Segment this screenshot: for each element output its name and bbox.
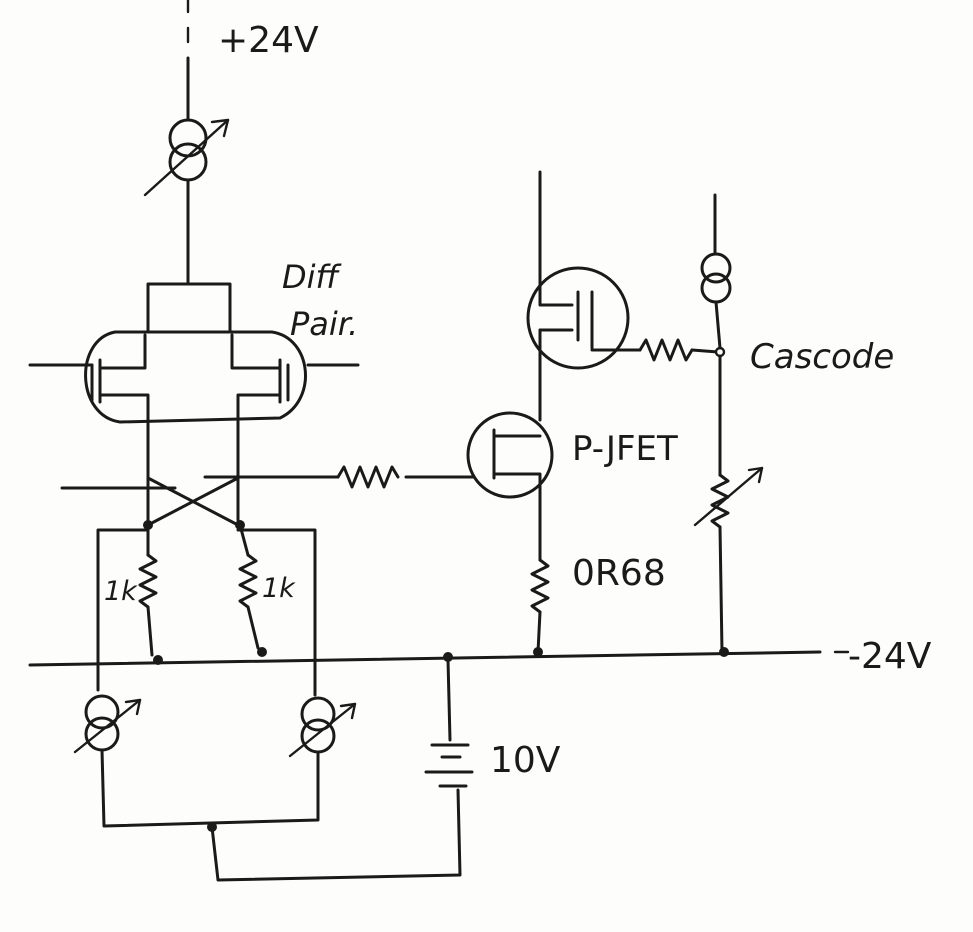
label-r-right: 1k [262, 573, 296, 604]
wire-pair-sources [146, 282, 232, 334]
current-source-right-icon [288, 696, 357, 758]
battery-icon [424, 658, 474, 788]
bias-potentiometer-icon [693, 466, 764, 529]
cascode-mosfet-icon [526, 266, 642, 422]
wire-outer-left [96, 528, 150, 692]
resistor-1k-right-icon [238, 553, 258, 609]
wire-left-r-bottom [146, 605, 154, 657]
current-source-left-icon [73, 694, 142, 754]
wire-pot-to-rail [718, 525, 724, 654]
label-diff-pair-1: Diff [282, 258, 343, 296]
wire-outer-right [236, 528, 317, 697]
node-rail-1 [153, 655, 163, 665]
label-supply-negative: -24V [848, 636, 932, 677]
label-diff-pair-2: Pair. [290, 305, 358, 343]
label-r-left: 1k [104, 576, 138, 607]
left-jfet-icon [90, 333, 150, 522]
resistor-0r68-icon [530, 558, 550, 614]
wire-0r68-to-rail [536, 610, 542, 654]
label-0r68: 0R68 [572, 553, 666, 594]
wire-bias-to-node [714, 300, 722, 350]
resistor-1k-left-icon [138, 553, 158, 609]
wire-right-r-bottom [246, 605, 260, 650]
label-supply-positive: +24V [218, 20, 319, 61]
pjfet-icon [466, 411, 554, 562]
cascode-gate-resistor-icon [638, 338, 694, 362]
node-rail-3 [443, 652, 453, 662]
node-rail-2 [257, 647, 267, 657]
right-jfet-icon [230, 333, 290, 522]
label-battery: 10V [490, 740, 561, 781]
wire-to-battery [210, 788, 462, 882]
wire-cross-2 [146, 476, 240, 527]
gate-resistor-icon [336, 465, 400, 489]
wire-cascode-gate [690, 348, 720, 354]
negative-rail [28, 650, 822, 667]
label-cascode: Cascode [750, 337, 894, 377]
diff-pair-envelope [84, 330, 307, 424]
label-pjfet: P-JFET [572, 429, 678, 469]
bias-current-source-icon [700, 252, 732, 304]
wire-bottom-loop [100, 748, 320, 828]
